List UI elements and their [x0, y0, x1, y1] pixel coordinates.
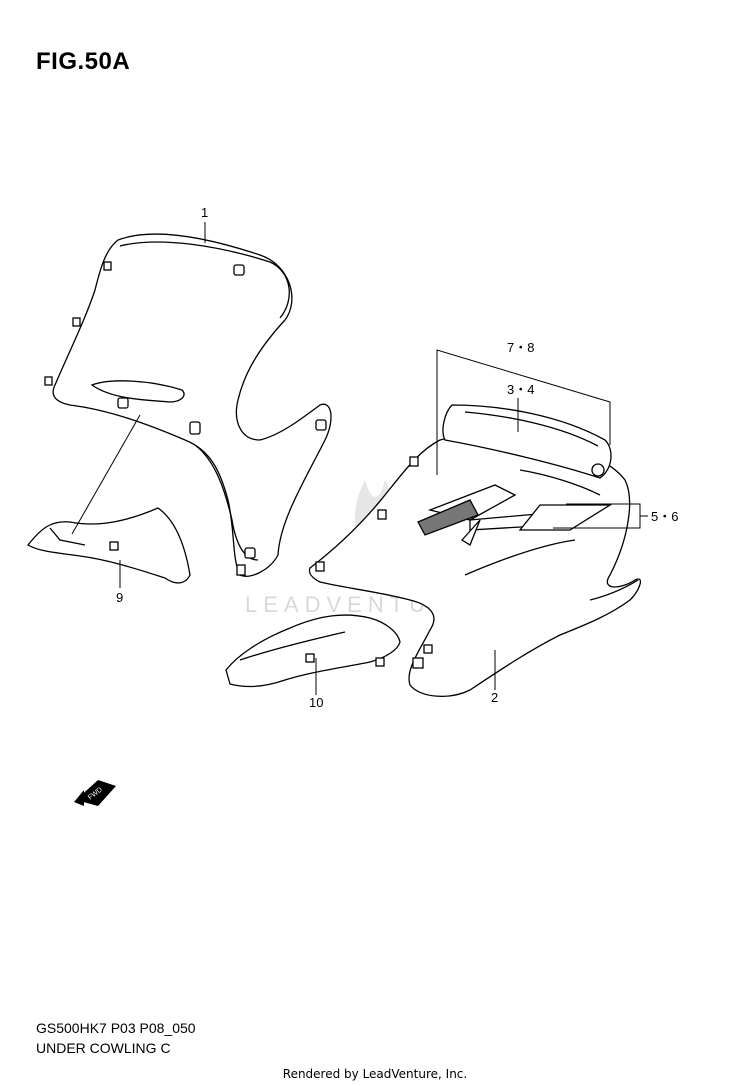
- render-credit: Rendered by LeadVenture, Inc.: [282, 1067, 468, 1081]
- callout-3-4: 3・4: [507, 382, 534, 397]
- callout-7-8: 7・8: [507, 340, 534, 355]
- part-9-bracket-left[interactable]: [27, 507, 191, 584]
- part-1-under-cowling-left[interactable]: [44, 233, 332, 577]
- part-2-under-cowling-right[interactable]: [308, 404, 642, 697]
- leader-lines: [71, 222, 648, 695]
- callout-10: 10: [309, 695, 323, 710]
- fwd-arrow-icon: FWD: [74, 780, 116, 806]
- part-10-bracket-center[interactable]: [225, 614, 401, 688]
- callout-2: 2: [491, 690, 498, 705]
- figure-code: GS500HK7 P03 P08_050: [36, 1020, 196, 1036]
- callout-1: 1: [201, 205, 208, 220]
- callout-9: 9: [116, 590, 123, 605]
- figure-name: UNDER COWLING C: [36, 1040, 171, 1056]
- callout-5-6: 5・6: [651, 509, 678, 524]
- figure-title: FIG.50A: [36, 48, 131, 75]
